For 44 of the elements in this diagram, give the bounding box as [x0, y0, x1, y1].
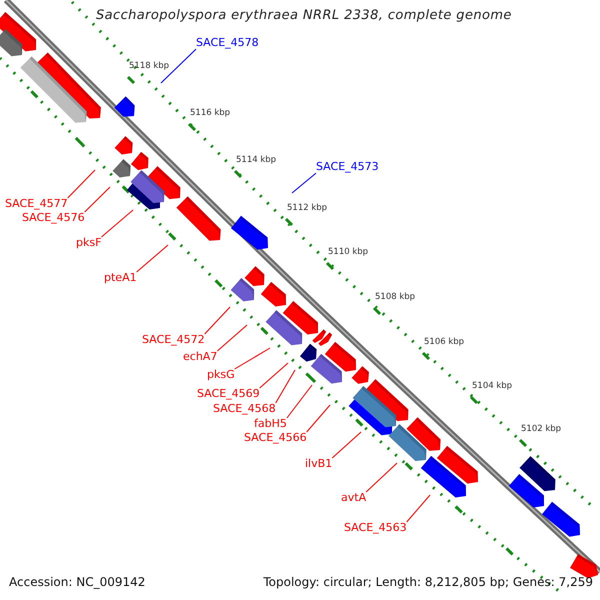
leader-line: [306, 404, 330, 432]
gene-label: SACE_4563: [344, 522, 407, 534]
leader-line: [406, 494, 430, 522]
tick-label: 5118 kbp: [129, 62, 170, 72]
title: Saccharopolyspora erythraea NRRL 2338, complete genome: [96, 9, 512, 24]
gene-label: SACE_4573: [316, 161, 379, 174]
gene-label: SACE_4577: [5, 198, 68, 210]
leader-line: [67, 170, 96, 198]
gene-label: pteA1: [104, 272, 137, 284]
accession-text: Accession: NC_009142: [9, 576, 146, 590]
gene-label: pksF: [76, 237, 102, 250]
gene-label: SACE_4566: [244, 432, 307, 444]
leader-line: [136, 244, 168, 272]
gene-label: pksG: [207, 369, 235, 382]
leader-line: [84, 186, 110, 212]
gene-label: fabH5: [254, 418, 287, 430]
gene-label: SACE_4569: [197, 388, 260, 400]
leader-line: [100, 210, 134, 238]
tick-label: 5110 kbp: [328, 248, 368, 258]
gene-label: ilvB1: [305, 458, 332, 470]
tick-label: 5114 kbp: [236, 156, 276, 166]
gene-label: avtA: [341, 492, 366, 504]
genome-stats-text: Topology: circular; Length: 8,212,805 bp; Genes: 7,259: [263, 576, 593, 590]
leader-line: [292, 172, 316, 194]
tick-label: 5102 kbp: [521, 425, 562, 434]
leader-line: [275, 370, 296, 404]
leader-line: [216, 324, 248, 352]
leader-line: [259, 362, 288, 388]
tick-label: 5116 kbp: [190, 109, 230, 118]
tick-label: 5106 kbp: [424, 338, 464, 348]
tick-label: 5112 kbp: [287, 204, 328, 214]
gene-label: SACE_4568: [213, 403, 276, 416]
leader-line: [332, 432, 362, 458]
leader-line: [160, 48, 196, 84]
leader-line: [204, 306, 230, 334]
gene-label: SACE_4578: [196, 37, 259, 50]
leader-line: [286, 384, 312, 418]
leader-line: [366, 462, 398, 492]
gene-label: echA7: [183, 351, 218, 364]
gene-label: SACE_4572: [142, 334, 205, 346]
tick-label: 5104 kbp: [472, 382, 512, 392]
gene-label: SACE_4576: [22, 212, 85, 224]
leader-line: [234, 348, 270, 370]
tick-label: 5108 kbp: [375, 293, 416, 302]
